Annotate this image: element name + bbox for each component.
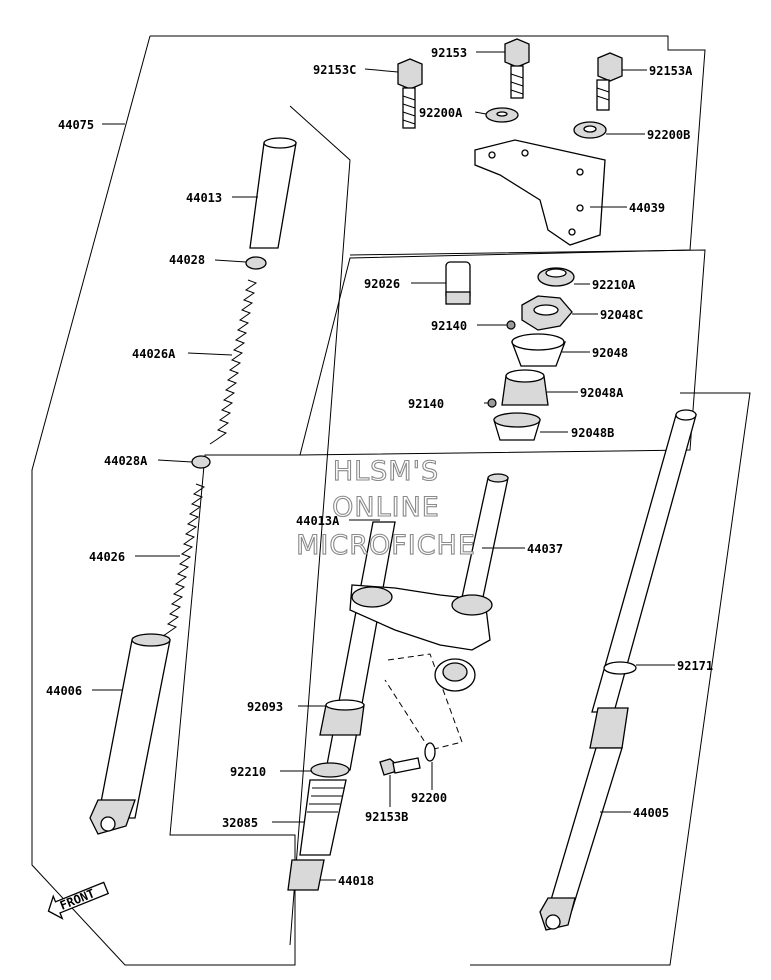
part-spring-44026A [209,279,258,445]
part-stanchion-44037 [460,473,509,603]
part-cap-92026 [445,261,471,305]
part-race-92048B [493,412,541,441]
part-outer-leg-44005 [539,409,697,931]
label-92048: 92048 [592,346,628,360]
part-nut-92210A [537,267,575,287]
label-44037: 44037 [527,542,563,556]
part-bolt-92153A [596,52,623,111]
label-92153C: 92153C [313,63,356,77]
part-outer-leg-44006 [89,633,171,835]
label-44026A: 44026A [132,347,176,361]
part-race-92048 [511,333,566,367]
bottom-bracket-box [299,249,706,456]
label-44006: 44006 [46,684,82,698]
label-92210: 92210 [230,765,266,779]
part-washer-92200B [573,121,607,139]
part-bolt-92153C [397,58,423,129]
part-tube-44013 [249,137,297,249]
part-ball-92140-lower [487,398,497,408]
label-92200A: 92200A [419,106,463,120]
leader-lines [92,51,675,881]
part-washer-92200 [424,742,436,762]
label-92153B: 92153B [365,810,408,824]
part-ball-92140-upper [506,320,516,330]
label-32085: 32085 [222,816,258,830]
part-washer-92200A [485,107,519,123]
label-92093: 92093 [247,700,283,714]
part-cover-32085 [299,779,347,856]
label-92200: 92200 [411,791,447,805]
watermark-line-3: MICROFICHE [296,530,476,561]
watermark-line-2: ONLINE [332,492,440,523]
label-92153: 92153 [431,46,467,60]
label-44005: 44005 [633,806,669,820]
part-bolt-92153 [504,38,530,99]
part-seat-44028 [245,256,267,270]
label-44013: 44013 [186,191,222,205]
part-bracket-44039 [474,139,606,246]
label-92200B: 92200B [647,128,690,142]
label-92171: 92171 [677,659,713,673]
label-92048C: 92048C [600,308,643,322]
part-seal-92093 [319,699,365,736]
label-44026: 44026 [89,550,125,564]
label-92210A: 92210A [592,278,636,292]
label-92140-lower: 92140 [408,397,444,411]
label-92026: 92026 [364,277,400,291]
front-arrow-icon [47,881,110,920]
label-44075: 44075 [58,118,94,132]
watermark-line-1: HLSM'S [333,456,439,487]
front-label: FRONT [58,886,97,913]
inner-tube-box [289,105,351,946]
label-44018: 44018 [338,874,374,888]
label-92153A: 92153A [649,64,693,78]
part-race-92048A [501,369,549,406]
part-nut-92048C [521,295,573,331]
part-cap-44018 [287,859,325,891]
part-seat-44028A [191,455,211,469]
part-bolt-92153B [379,757,421,776]
right-leg-box [470,392,751,966]
label-44028A: 44028A [104,454,148,468]
label-44039: 44039 [629,201,665,215]
label-44028: 44028 [169,253,205,267]
part-labels: 92153C 92153 92153A 92200A 92200B 44039 … [46,46,713,888]
part-ring-92210 [310,762,350,778]
label-92048B: 92048B [571,426,614,440]
watermark: HLSM'S ONLINE MICROFICHE [296,455,476,561]
part-triple-clamp [349,584,493,692]
front-direction-badge: FRONT [47,881,110,920]
label-44013A: 44013A [296,514,340,528]
part-clip-92171 [603,661,637,675]
label-92140-upper: 92140 [431,319,467,333]
part-spring-44026 [159,483,206,639]
label-92048A: 92048A [580,386,624,400]
